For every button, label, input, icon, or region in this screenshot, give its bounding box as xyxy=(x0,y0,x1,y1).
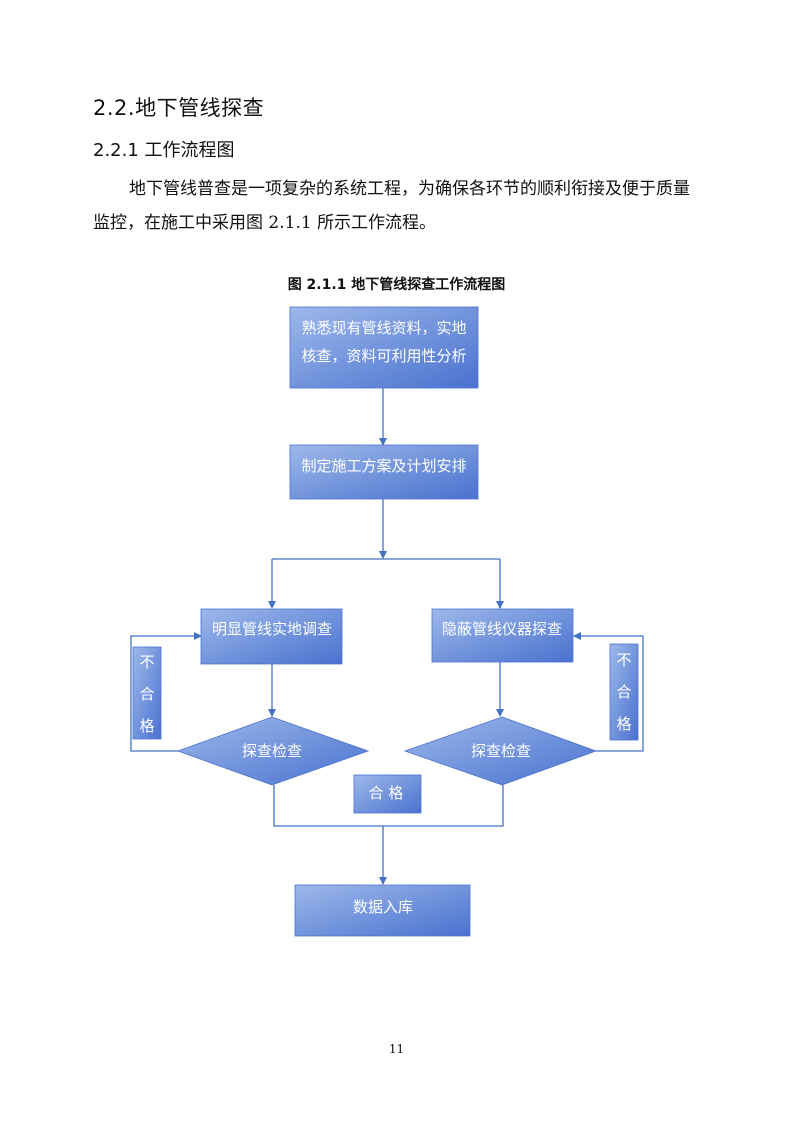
check-left-text: 探查检查 xyxy=(242,742,302,760)
merge-line xyxy=(273,785,504,827)
pass-box xyxy=(353,774,422,814)
connectors xyxy=(130,388,644,885)
review-box xyxy=(289,306,479,389)
hidden-survey-box xyxy=(431,608,574,663)
loop-right-fail xyxy=(573,632,644,752)
page-number: 11 xyxy=(388,1042,405,1056)
visible-survey-box xyxy=(200,608,343,665)
plan-text: 制定施工方案及计划安排 xyxy=(301,457,466,475)
fail-left-char1: 不 xyxy=(139,653,154,671)
visible-survey-text: 明显管线实地调查 xyxy=(212,620,332,638)
fail-right-char1: 不 xyxy=(616,651,631,669)
review-text-line1: 熟悉现有管线资料，实地 xyxy=(301,319,466,337)
pass-text: 合 格 xyxy=(369,784,404,802)
section-heading: 2.2.地下管线探查 xyxy=(93,96,265,120)
check-right-text: 探查检查 xyxy=(471,742,531,760)
fail-right-char2: 合 xyxy=(616,683,631,701)
body-paragraph: 地下管线普查是一项复杂的系统工程，为确保各环节的顺利衔接及便于质量监控，在施工中… xyxy=(93,179,690,233)
check-left-diamond xyxy=(176,716,370,786)
store-text: 数据入库 xyxy=(353,898,413,916)
review-text-line2: 核查，资料可利用性分析 xyxy=(301,347,466,365)
hidden-survey-text: 隐蔽管线仪器探查 xyxy=(442,620,562,638)
subsection-heading: 2.2.1 工作流程图 xyxy=(93,140,235,161)
fail-left-char2: 合 xyxy=(139,685,154,703)
store-box xyxy=(294,884,471,937)
plan-box xyxy=(289,444,479,500)
fail-left-box xyxy=(132,646,162,740)
fail-right-char3: 格 xyxy=(616,715,631,733)
loop-left-fail xyxy=(130,632,202,752)
figure-caption: 图 2.1.1 地下管线探查工作流程图 xyxy=(287,277,506,293)
fail-right-box xyxy=(609,643,639,741)
check-right-diamond xyxy=(403,716,598,786)
fail-left-char3: 格 xyxy=(139,717,154,735)
